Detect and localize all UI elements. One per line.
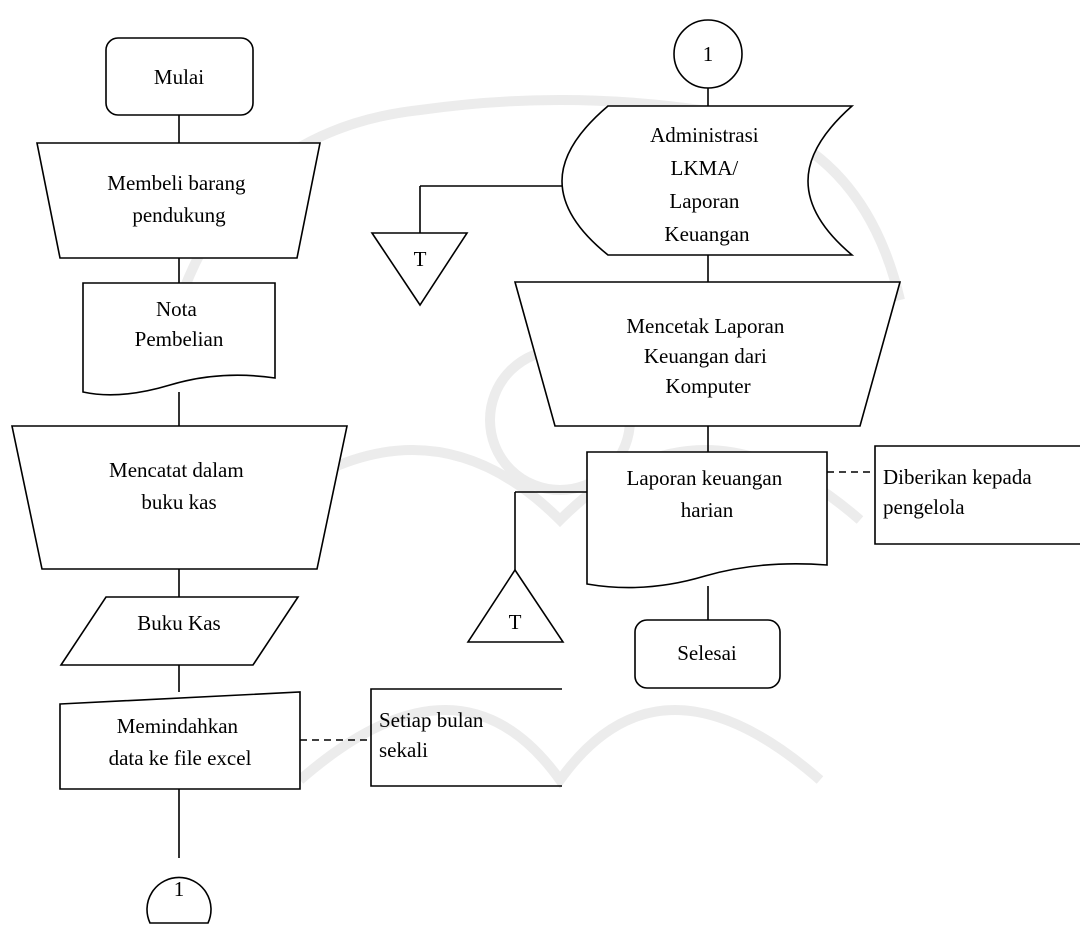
memindahkan-label: Memindahkan data ke file excel xyxy=(109,714,252,770)
nota-label: Nota Pembelian xyxy=(135,297,224,351)
laporan-harian-label: Laporan keuangan harian xyxy=(627,466,788,522)
laporan-harian-document: Laporan keuangan harian xyxy=(586,451,828,589)
membeli-barang-manual-operation: Membeli barang pendukung xyxy=(36,142,321,259)
setiap-bulan-label: Setiap bulan sekali xyxy=(379,708,489,762)
connector-lines xyxy=(178,88,875,858)
buku-kas-label: Buku Kas xyxy=(137,611,220,635)
diberikan-label: Diberikan kepada pengelola xyxy=(883,465,1037,519)
selesai-terminator: Selesai xyxy=(634,619,781,689)
connector-bottom-label: 1 xyxy=(174,877,185,901)
offline-storage-triangle-2: T xyxy=(466,568,565,643)
offpage-connector-bottom: 1 xyxy=(146,876,212,924)
buku-kas-data: Buku Kas xyxy=(59,596,300,666)
membeli-label: Membeli barang pendukung xyxy=(107,171,250,227)
mencetak-label: Mencetak Laporan Keuangan dari Komputer xyxy=(626,314,789,398)
administrasi-label: Administrasi LKMA/ Laporan Keuangan xyxy=(650,123,764,246)
mencatat-label: Mencatat dalam buku kas xyxy=(109,458,249,514)
selesai-label: Selesai xyxy=(677,641,737,665)
mencetak-manual-operation: Mencetak Laporan Keuangan dari Komputer xyxy=(513,281,902,427)
diberikan-annotation: Diberikan kepada pengelola xyxy=(874,445,1080,545)
administrasi-stored-data: Administrasi LKMA/ Laporan Keuangan xyxy=(561,105,855,256)
setiap-bulan-annotation: Setiap bulan sekali xyxy=(370,688,562,787)
mencatat-manual-operation: Mencatat dalam buku kas xyxy=(11,425,348,570)
offline-storage-triangle-1: T xyxy=(370,232,469,307)
offline-storage-2-label: T xyxy=(509,610,522,634)
offpage-connector-top: 1 xyxy=(673,19,743,89)
memindahkan-manual-input: Memindahkan data ke file excel xyxy=(59,691,301,790)
nota-pembelian-document: Nota Pembelian xyxy=(82,282,276,396)
mulai-label: Mulai xyxy=(154,65,204,89)
mulai-terminator: Mulai xyxy=(105,37,254,116)
connector-top-label: 1 xyxy=(703,42,714,66)
offline-storage-1-label: T xyxy=(414,247,427,271)
